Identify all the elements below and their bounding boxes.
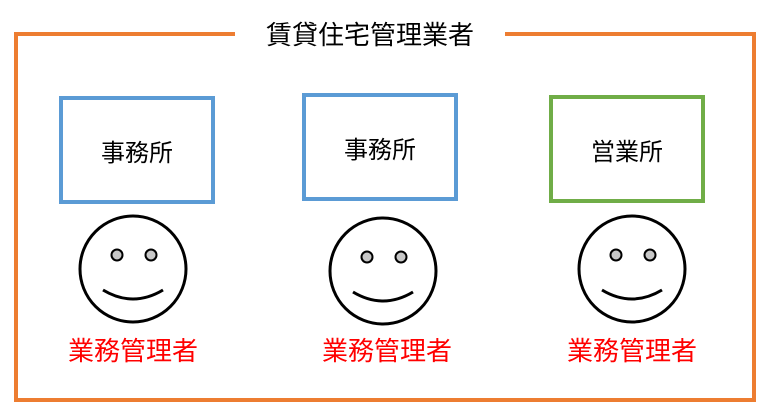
branch-office-box: 営業所 <box>549 95 705 203</box>
office-box-1: 事務所 <box>59 96 215 204</box>
office-label: 事務所 <box>344 135 416 164</box>
business-manager-label-2: 業務管理者 <box>321 337 452 367</box>
office-box-2: 事務所 <box>302 93 458 201</box>
smiley-face-icon <box>328 216 438 326</box>
office-label: 事務所 <box>101 138 173 167</box>
business-manager-label-1: 業務管理者 <box>67 337 198 367</box>
frame-title: 賃貸住宅管理業者 <box>235 18 505 54</box>
business-manager-label-3: 業務管理者 <box>566 337 697 367</box>
smiley-face-icon <box>78 214 188 324</box>
smiley-face-icon <box>577 214 687 324</box>
branch-label: 営業所 <box>591 137 663 166</box>
